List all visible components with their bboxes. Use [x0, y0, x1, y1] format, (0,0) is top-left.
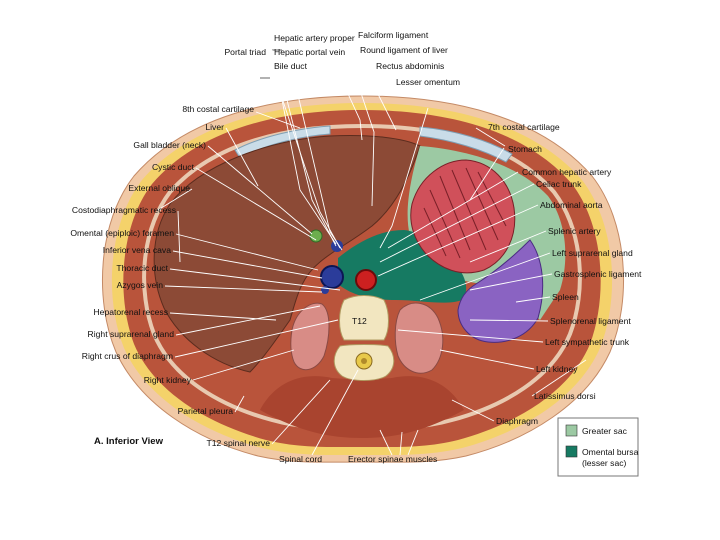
label-right-kidney: Right kidney	[144, 375, 192, 385]
cross-section: T12	[102, 95, 624, 463]
label-gall-bladder: Gall bladder (neck)	[133, 140, 206, 150]
costal-cartilage-left	[419, 126, 513, 163]
label-diaphragm: Diaphragm	[496, 416, 538, 426]
label-gastrosplenic-ligament: Gastrosplenic ligament	[554, 269, 642, 279]
label-erector-spinae: Erector spinae muscles	[348, 454, 437, 464]
label-right-crus: Right crus of diaphragm	[82, 351, 173, 361]
label-hepatic-portal-vein: Hepatic portal vein	[274, 47, 345, 57]
label-omental-foramen: Omental (epiploic) foramen	[70, 228, 174, 238]
legend-label-omental-bursa: Omental bursa	[582, 447, 639, 457]
labels-left: Portal triad 8th costal cartilage Liver …	[70, 47, 322, 464]
label-left-suprarenal-gland: Left suprarenal gland	[552, 248, 633, 258]
legend-label-greater-sac: Greater sac	[582, 426, 628, 436]
label-azygos-vein: Azygos vein	[117, 280, 164, 290]
label-costodiaphragmatic-recess: Costodiaphragmatic recess	[72, 205, 176, 215]
legend-label-lesser-sac: (lesser sac)	[582, 458, 627, 468]
label-right-suprarenal-gland: Right suprarenal gland	[88, 329, 175, 339]
label-8th-costal-cartilage: 8th costal cartilage	[182, 104, 254, 114]
label-liver: Liver	[205, 122, 224, 132]
left-kidney	[394, 302, 444, 374]
right-kidney	[290, 302, 330, 371]
label-bile-duct: Bile duct	[274, 61, 308, 71]
leader-lines	[157, 49, 587, 456]
back-muscles	[260, 376, 464, 438]
label-stomach: Stomach	[508, 144, 542, 154]
vertebra-label: T12	[352, 316, 367, 326]
spleen	[457, 239, 544, 343]
label-abdominal-aorta: Abdominal aorta	[540, 200, 603, 210]
label-cystic-duct: Cystic duct	[152, 162, 195, 172]
label-t12-spinal-nerve: T12 spinal nerve	[206, 438, 270, 448]
label-latissimus-dorsi: Latissimus dorsi	[534, 391, 596, 401]
abdominal-aorta	[355, 269, 377, 291]
inferior-vena-cava	[320, 265, 344, 289]
legend: Greater sac Omental bursa (lesser sac)	[557, 417, 639, 477]
labels-right: 7th costal cartilage Stomach Common hepa…	[348, 122, 642, 464]
liver	[153, 135, 421, 373]
labels: Hepatic artery proper Hepatic portal vei…	[70, 30, 642, 464]
label-parietal-pleura: Parietal pleura	[178, 406, 234, 416]
gall-bladder-neck	[309, 229, 323, 243]
azygos-vein	[321, 286, 329, 294]
label-hepatorenal-recess: Hepatorenal recess	[93, 307, 168, 317]
label-spleen: Spleen	[552, 292, 579, 302]
label-7th-costal-cartilage: 7th costal cartilage	[488, 122, 560, 132]
label-celiac-trunk: Celiac trunk	[536, 179, 582, 189]
label-splenic-artery: Splenic artery	[548, 226, 601, 236]
label-splenorenal-ligament: Splenorenal ligament	[550, 316, 631, 326]
label-falciform-ligament: Falciform ligament	[358, 30, 429, 40]
label-left-kidney: Left kidney	[536, 364, 578, 374]
legend-swatch-greater-sac	[565, 424, 578, 437]
label-thoracic-duct: Thoracic duct	[116, 263, 168, 273]
legend-swatch-omental-bursa	[565, 445, 578, 458]
stomach	[410, 159, 516, 274]
label-portal-triad: Portal triad	[224, 47, 266, 57]
label-lesser-omentum: Lesser omentum	[396, 77, 460, 87]
label-inferior-vena-cava: Inferior vena cava	[103, 245, 172, 255]
label-round-ligament: Round ligament of liver	[360, 45, 448, 55]
label-hepatic-artery-proper: Hepatic artery proper	[274, 33, 355, 43]
t12-vertebral-body	[339, 295, 389, 341]
label-external-oblique: External oblique	[128, 183, 190, 193]
label-rectus-abdominis: Rectus abdominis	[376, 61, 444, 71]
spinal-cord-core	[361, 358, 367, 364]
figure-caption: A. Inferior View	[94, 436, 164, 447]
label-left-sympathetic-trunk: Left sympathetic trunk	[545, 337, 630, 347]
label-common-hepatic-artery: Common hepatic artery	[522, 167, 612, 177]
label-spinal-cord: Spinal cord	[279, 454, 322, 464]
